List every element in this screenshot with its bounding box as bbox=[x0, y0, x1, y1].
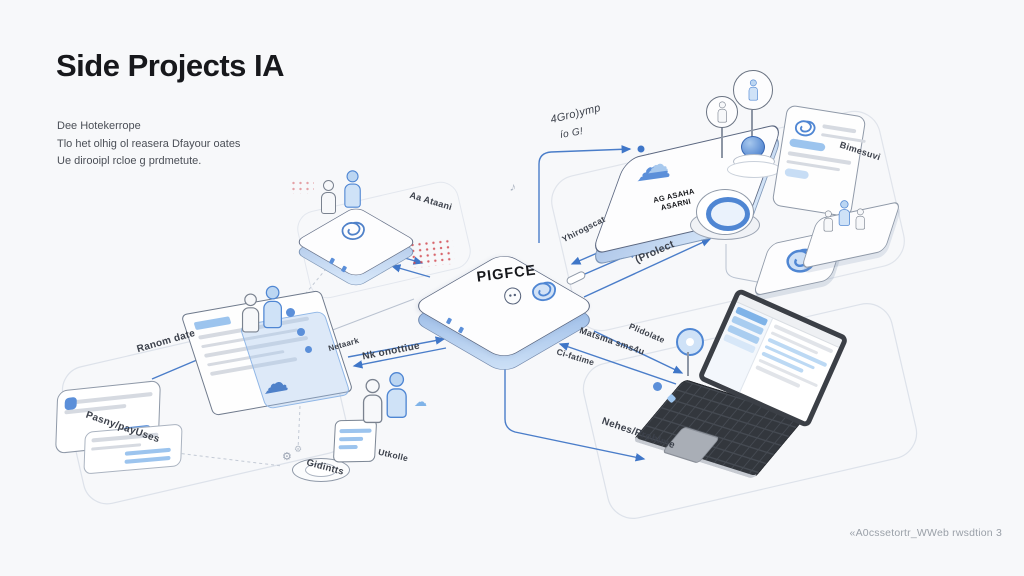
cloud-icon: ☁ bbox=[644, 150, 670, 179]
description-line: Tlo het olhig ol reasera Dfayour oates bbox=[57, 137, 241, 150]
edge-label: Utkolle bbox=[377, 446, 410, 464]
hub-port-pill bbox=[565, 270, 587, 286]
description-line: Dee Hotekerrope bbox=[57, 120, 141, 132]
person-icon bbox=[748, 79, 758, 101]
scribble-circle-icon bbox=[341, 221, 365, 240]
red-scatter-dots bbox=[290, 180, 314, 194]
person-figure bbox=[855, 208, 865, 230]
person-figure bbox=[320, 180, 336, 214]
blue-dot bbox=[305, 346, 312, 353]
app-icon bbox=[64, 396, 77, 411]
pin-stick bbox=[687, 352, 689, 376]
music-note-icon: ♪ bbox=[508, 179, 518, 195]
edge-label: Ranom date bbox=[135, 327, 197, 356]
blue-dot bbox=[653, 382, 662, 391]
location-pin-icon bbox=[676, 328, 704, 356]
appliance-box bbox=[332, 419, 378, 463]
blue-dot bbox=[297, 328, 305, 336]
person-balloon bbox=[706, 96, 738, 128]
person-figure bbox=[385, 372, 407, 418]
page-title: Side Projects IA bbox=[56, 48, 285, 83]
gear-icon: ⚙ bbox=[282, 451, 292, 463]
edge-label: Ci-fatime bbox=[555, 346, 596, 368]
red-scatter-dots bbox=[408, 237, 456, 269]
person-figure bbox=[262, 285, 282, 329]
gear-icon: ⚙ bbox=[294, 444, 303, 454]
coin-icon bbox=[503, 286, 523, 305]
orb-pedestal bbox=[727, 161, 781, 178]
edge-label: ío G! bbox=[559, 126, 584, 141]
balloon-stick bbox=[751, 110, 753, 138]
cloud-icon: ☁ bbox=[414, 394, 427, 409]
person-figure bbox=[362, 378, 383, 424]
hub-face: PIGFCE bbox=[450, 259, 566, 313]
cloud-icon: ☁ bbox=[259, 365, 291, 401]
dome-ring bbox=[706, 197, 750, 231]
hub-icons bbox=[452, 278, 566, 313]
description: Dee Hotekerrope Tlo het olhig ol reasera… bbox=[57, 118, 357, 171]
avatar-scribble-icon bbox=[794, 120, 816, 137]
person-figure bbox=[838, 200, 850, 226]
edge-label: Plidolate bbox=[627, 320, 667, 346]
person-figure bbox=[241, 293, 259, 333]
edge-label: Aa Ataani bbox=[408, 189, 454, 213]
person-icon bbox=[717, 101, 727, 123]
edge-label: 4Gro)ymp bbox=[549, 101, 603, 127]
blue-dot bbox=[286, 308, 295, 317]
balloon-stick bbox=[721, 126, 723, 158]
disc-inner bbox=[305, 463, 337, 477]
profile-card bbox=[771, 104, 867, 218]
footer-caption: «A0cssetortr_WWeb rwsdtion 3 bbox=[849, 527, 1002, 539]
description-line: Ue dirooipl rcloe g prdmetute. bbox=[57, 155, 202, 168]
person-figure bbox=[343, 170, 361, 208]
edge-label: Nk onottiue bbox=[361, 340, 421, 363]
blob-icon bbox=[532, 281, 556, 301]
person-balloon bbox=[733, 70, 773, 110]
monitor-header-chip bbox=[193, 316, 232, 331]
person-figure bbox=[823, 210, 833, 232]
